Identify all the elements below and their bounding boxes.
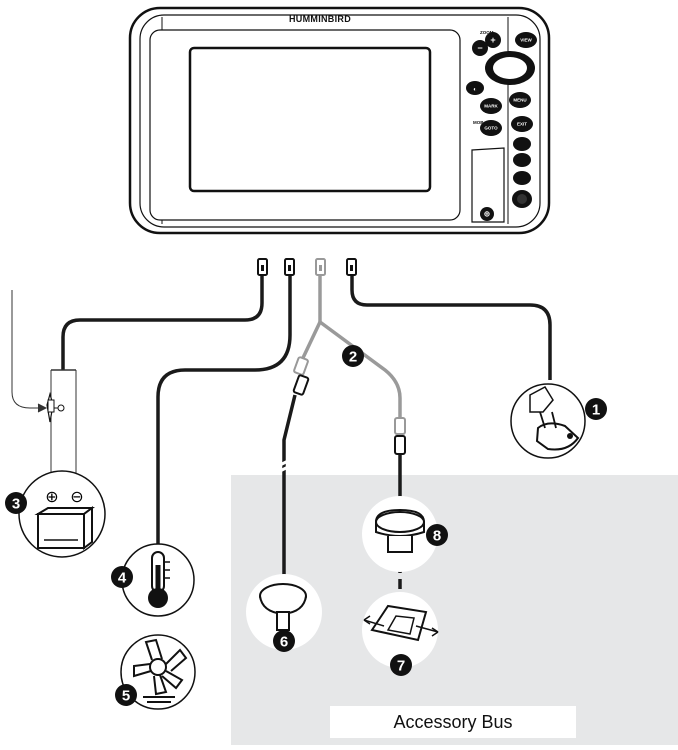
svg-text:GOTO: GOTO — [484, 126, 498, 131]
callout-5: 5 — [115, 684, 137, 706]
transducer-icon — [510, 383, 586, 459]
menu-button[interactable] — [509, 92, 531, 108]
mob-label: MOB — [473, 120, 484, 125]
callout-3: 3 — [5, 492, 27, 514]
svg-text:7: 7 — [397, 658, 405, 675]
speed-paddlewheel-icon — [120, 634, 196, 710]
quick-button-3[interactable] — [513, 171, 531, 185]
battery-wiring — [11, 290, 77, 487]
dome-accessory-icon — [362, 496, 438, 572]
svg-text:MENU: MENU — [513, 98, 526, 103]
svg-text:6: 6 — [280, 634, 288, 651]
fuse-holder-icon — [46, 391, 65, 423]
network-plate-icon — [362, 592, 439, 668]
transducer-cable — [350, 276, 552, 380]
svg-text:◐: ◐ — [473, 87, 477, 93]
callout-6: 6 — [273, 630, 295, 652]
svg-text:⊕: ⊕ — [484, 210, 491, 219]
exit-button[interactable] — [511, 116, 533, 132]
cable-break-mark — [277, 458, 291, 474]
display-screen — [188, 46, 432, 193]
quick-button-1[interactable] — [513, 137, 531, 151]
svg-text:⊖: ⊖ — [70, 487, 83, 506]
zoom-in-button[interactable] — [485, 32, 501, 48]
quick-button-2[interactable] — [513, 153, 531, 167]
view-button[interactable] — [515, 32, 537, 48]
power-cable — [61, 276, 264, 370]
svg-text:3: 3 — [12, 496, 20, 513]
callout-8: 8 — [426, 524, 448, 546]
fishfinder-unit: HUMMINBIRD ⊕ ZOOM + − VIEW MENU EXIT ◐ M… — [128, 6, 551, 235]
svg-text:⊕: ⊕ — [45, 487, 58, 506]
svg-text:8: 8 — [433, 528, 441, 545]
callout-2: 2 — [342, 345, 364, 367]
mark-button[interactable] — [480, 98, 502, 114]
zoom-out-button[interactable] — [472, 40, 488, 56]
callout-4: 4 — [111, 566, 133, 588]
light-button[interactable] — [466, 81, 484, 95]
sensor-puck-icon — [246, 574, 322, 650]
temperature-sensor-icon — [121, 543, 195, 617]
svg-text:1: 1 — [592, 402, 600, 419]
callout-1: 1 — [585, 398, 607, 420]
accessory-bus-label: Accessory Bus — [330, 706, 576, 738]
card-door-latch-icon — [480, 207, 494, 221]
svg-text:MARK: MARK — [484, 104, 498, 109]
svg-text:5: 5 — [122, 688, 130, 705]
zoom-label: ZOOM — [480, 30, 494, 35]
svg-text:4: 4 — [118, 570, 127, 587]
callout-7: 7 — [390, 654, 412, 676]
brand-logo: HUMMINBIRD — [289, 14, 351, 24]
svg-text:+: + — [490, 35, 495, 45]
speed-cable — [282, 394, 297, 583]
battery-icon: ⊕ ⊖ — [18, 470, 106, 558]
svg-text:EXIT: EXIT — [517, 122, 527, 127]
goto-button[interactable] — [480, 120, 502, 136]
svg-text:−: − — [477, 43, 482, 53]
temperature-cable — [156, 276, 292, 545]
y-splitter-cable — [300, 276, 402, 418]
splitter-inline-connectors — [292, 356, 406, 455]
svg-text:2: 2 — [349, 349, 357, 366]
rear-connectors — [257, 258, 357, 276]
svg-text:VIEW: VIEW — [520, 38, 532, 43]
